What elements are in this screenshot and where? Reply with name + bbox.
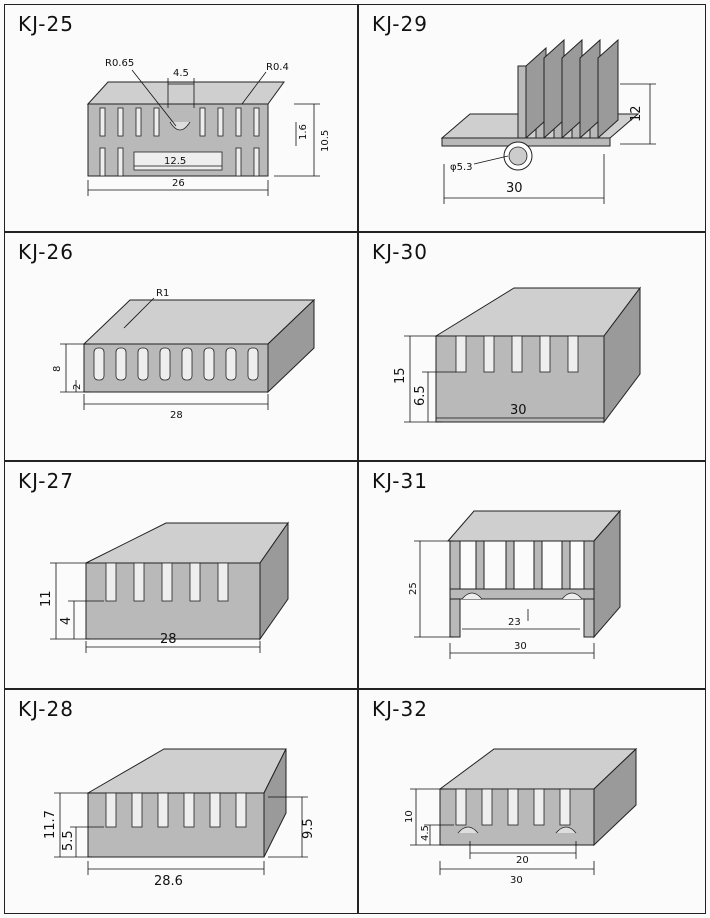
profile-drawing: R0.65 R0.4 4.5 12.5 26 10.5 1.6 (86, 58, 331, 196)
profile-drawing: R1 8 2 28 (52, 288, 316, 421)
column-divider (357, 4, 359, 914)
dim-inner: 1.6 (298, 124, 309, 140)
profile-panel-kj-25: KJ-25 R0 (4, 4, 357, 231)
heatsink-fins (87, 103, 269, 177)
profile-drawing: 11 4 28 (39, 521, 289, 653)
dim-width: 30 (510, 403, 527, 418)
dim-slot: 12.5 (164, 156, 186, 167)
dim-height: 11.7 (43, 810, 58, 839)
profile-drawing: 25 23 30 (408, 509, 622, 659)
heatsink-top (86, 81, 285, 105)
profile-title: KJ-32 (372, 697, 428, 721)
dim-inner: 23 (508, 617, 521, 628)
profile-drawing: 12 φ5.3 30 (440, 38, 656, 204)
profile-title: KJ-26 (18, 240, 74, 264)
profile-drawing: 15 6.5 30 (393, 286, 641, 424)
profile-panel-kj-28: KJ-28 11.7 5.5 9.5 28.6 (4, 689, 357, 914)
dim-right: 9.5 (301, 818, 316, 839)
dim-base: 4 (59, 617, 74, 625)
row-divider (4, 460, 706, 462)
profile-panel-kj-30: KJ-30 15 6.5 30 (358, 232, 706, 460)
dim-radius-right: R0.4 (266, 62, 289, 73)
heatsink-fins (438, 747, 638, 847)
dim-height: 10 (404, 810, 415, 823)
profile-title: KJ-28 (18, 697, 74, 721)
profile-drawing: 11.7 5.5 9.5 28.6 (43, 748, 316, 889)
dim-base: 2 (72, 384, 83, 390)
dim-base: 6.5 (413, 385, 428, 406)
dim-width: 28 (170, 410, 183, 421)
dim-base: 4.5 (420, 825, 431, 841)
dim-base: 5.5 (61, 830, 76, 851)
profile-title: KJ-27 (18, 469, 74, 493)
row-divider (4, 688, 706, 690)
profile-panel-kj-26: KJ-26 R1 8 2 28 (4, 232, 357, 460)
heatsink-fins (446, 509, 622, 639)
dim-height: 10.5 (320, 130, 331, 152)
dim-radius-left: R0.65 (105, 58, 134, 69)
heatsink-fins (440, 38, 640, 171)
heatsink-fins (434, 286, 641, 424)
dim-diameter: φ5.3 (450, 162, 473, 173)
dim-width: 30 (514, 641, 527, 652)
dim-width: 30 (510, 875, 523, 886)
dim-height: 25 (408, 582, 419, 595)
dim-width: 26 (172, 178, 185, 189)
dim-height: 12 (629, 105, 644, 122)
profile-title: KJ-25 (18, 12, 74, 36)
dim-inner: 20 (516, 855, 529, 866)
dim-height: 11 (39, 590, 54, 607)
row-divider (4, 231, 706, 233)
profile-title: KJ-31 (372, 469, 428, 493)
dim-width: 28.6 (154, 874, 183, 889)
profile-panel-kj-29: KJ-29 12 φ5.3 30 (358, 4, 706, 231)
heatsink-fins (85, 521, 289, 641)
profile-title: KJ-29 (372, 12, 428, 36)
dim-width: 30 (506, 181, 523, 196)
profile-title: KJ-30 (372, 240, 428, 264)
profile-panel-kj-27: KJ-27 11 4 28 (4, 461, 357, 688)
profile-panel-kj-32: KJ-32 10 4.5 20 30 (358, 689, 706, 914)
heatsink-fins (82, 298, 316, 394)
profile-drawing: 10 4.5 20 30 (404, 747, 638, 886)
profile-panel-kj-31: KJ-31 25 23 30 (358, 461, 706, 688)
dim-radius: R1 (156, 288, 169, 299)
dim-width: 28 (160, 632, 177, 647)
heatsink-fins (86, 748, 287, 858)
dim-height: 8 (52, 366, 63, 372)
dim-gap: 4.5 (173, 68, 189, 79)
dim-height: 15 (393, 367, 408, 384)
